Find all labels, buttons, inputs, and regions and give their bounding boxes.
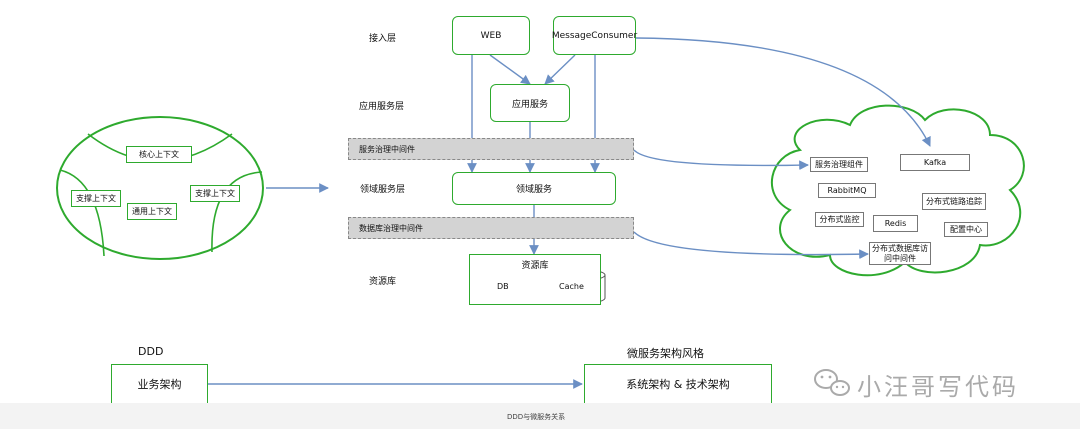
arrow-web-to-app	[489, 54, 531, 85]
layer-label-access: 接入层	[369, 34, 397, 44]
layer-label-resource: 资源库	[369, 277, 397, 287]
app-service-node: 应用服务	[490, 84, 570, 122]
domain-service-node: 领域服务	[452, 172, 616, 205]
layer-label-app: 应用服务层	[359, 102, 405, 112]
ddd-label: DDD	[138, 345, 164, 358]
arrow-svcgov-to-cloud	[633, 149, 809, 171]
cloud-item-rabbitmq: RabbitMQ	[818, 183, 876, 198]
cloud-item-service-governance: 服务治理组件	[810, 157, 868, 172]
web-node: WEB	[452, 16, 530, 55]
cloud-item-redis: Redis	[873, 215, 918, 232]
cloud-item-db-access-middleware: 分布式数据库访问中间件	[869, 242, 931, 265]
db-label: DB	[497, 282, 509, 291]
arrow-consumer-to-kafka	[635, 37, 931, 147]
caption-band: DDD与微服务关系	[0, 403, 1080, 429]
service-governance-band: 服务治理中间件	[348, 138, 634, 160]
generic-context-box: 通用上下文	[127, 203, 177, 220]
core-context-box: 核心上下文	[126, 146, 192, 163]
cloud-item-tracing: 分布式链路追踪	[922, 193, 986, 210]
cloud-item-monitoring: 分布式监控	[815, 212, 864, 227]
message-consumer-node: MessageConsumer	[552, 16, 637, 55]
figure-caption: DDD与微服务关系	[507, 413, 566, 421]
cloud-item-kafka: Kafka	[900, 154, 970, 171]
layer-label-domain: 领域服务层	[360, 185, 406, 195]
context-map-ellipse	[56, 116, 264, 260]
support-context-left-box: 支撑上下文	[71, 190, 121, 207]
db-governance-band: 数据库治理中间件	[348, 217, 634, 239]
cache-label: Cache	[559, 282, 584, 291]
business-arch-box: 业务架构	[111, 364, 208, 404]
support-context-right-box: 支撑上下文	[190, 185, 240, 202]
resource-pool-title: 资源库	[521, 261, 549, 271]
resource-pool-box: 资源库	[469, 254, 601, 305]
arrow-consumer-to-app	[544, 54, 576, 85]
arrow-dbgov-to-cloud	[633, 231, 869, 260]
watermark-text: 小汪哥写代码	[857, 373, 1019, 401]
wechat-icon	[814, 369, 850, 396]
cloud-item-config-center: 配置中心	[944, 222, 988, 237]
system-arch-box: 系统架构 & 技术架构	[584, 364, 772, 404]
microservice-style-label: 微服务架构风格	[627, 347, 704, 360]
